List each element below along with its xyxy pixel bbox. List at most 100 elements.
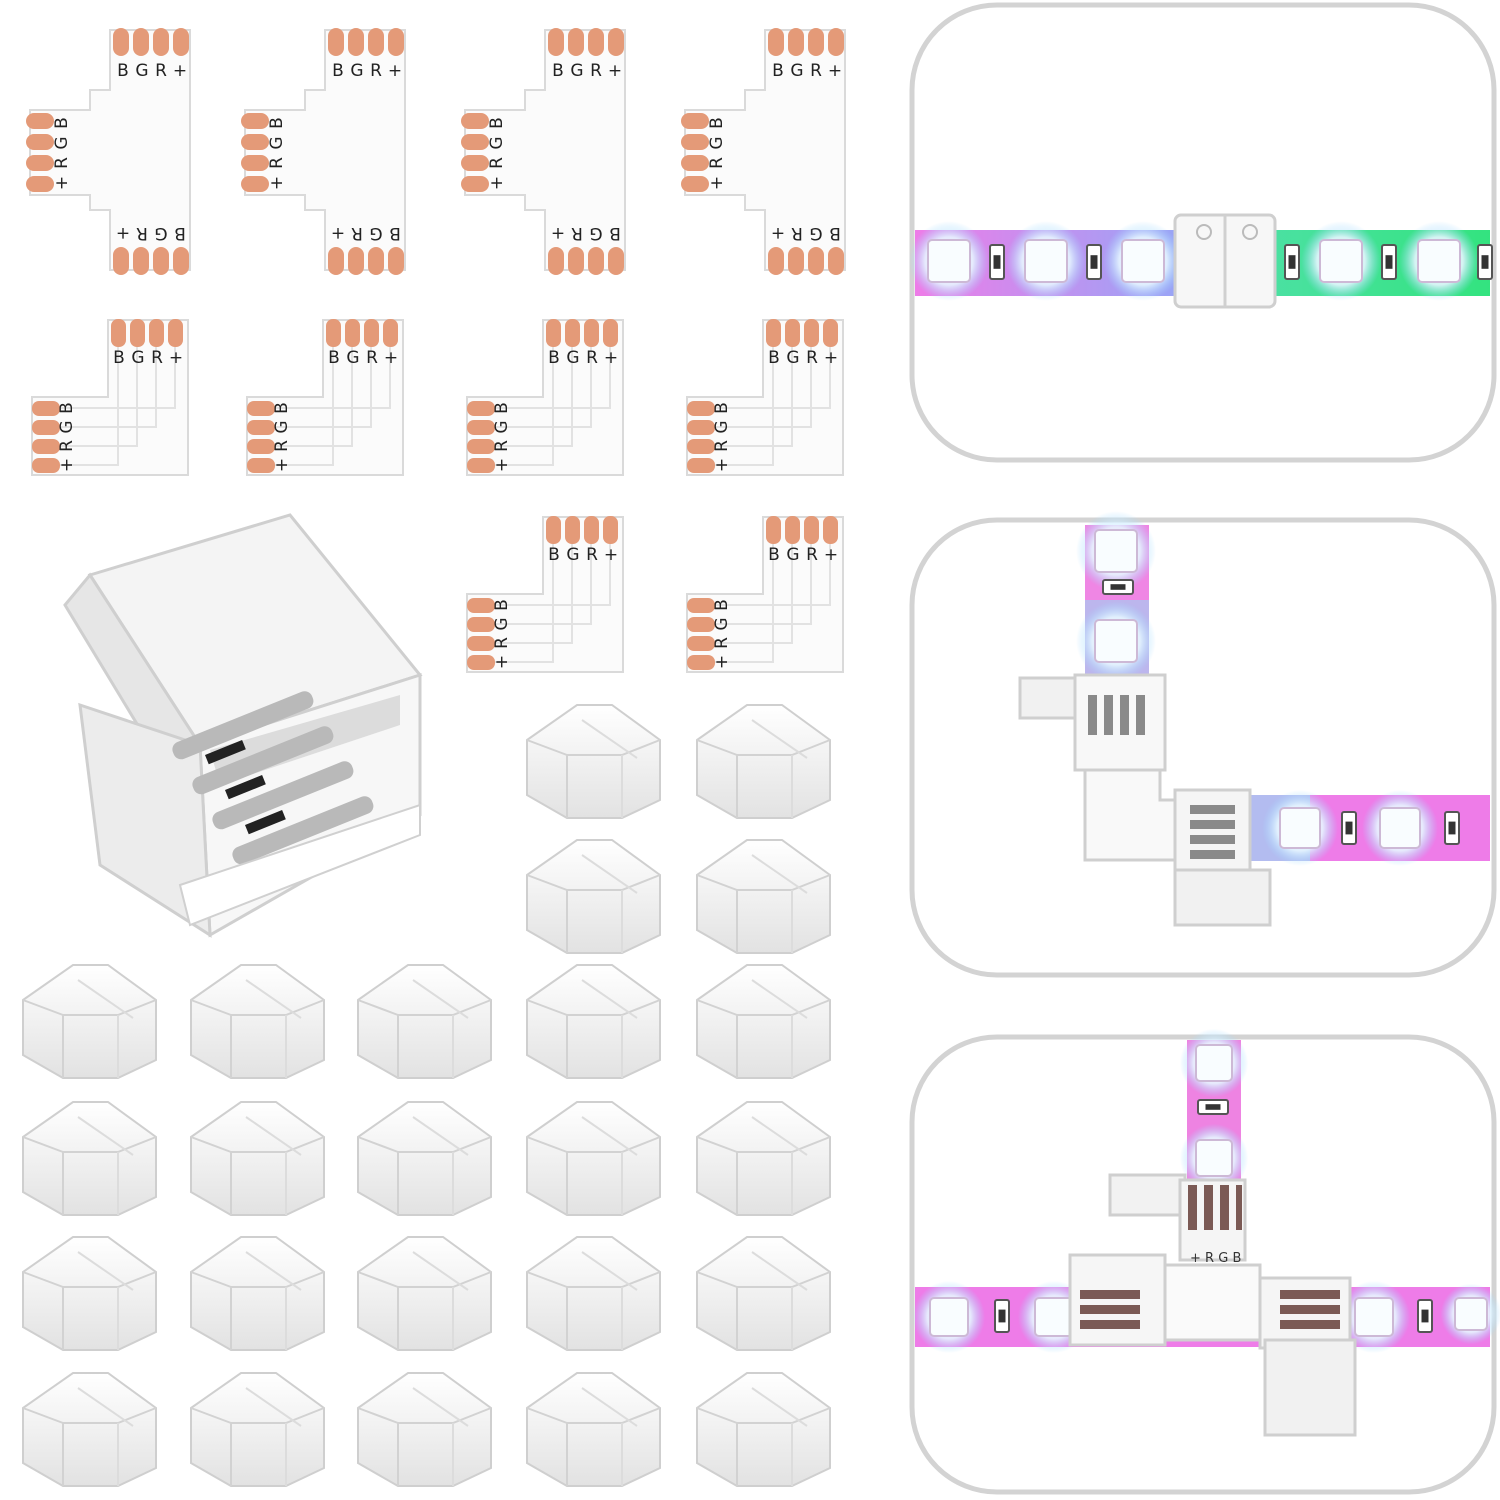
pad-label: + — [707, 176, 727, 190]
clip-cap — [526, 964, 661, 1079]
copper-pad — [247, 420, 275, 435]
clip-cap — [357, 964, 492, 1079]
copper-pad — [808, 28, 824, 56]
copper-pad — [241, 113, 269, 129]
t-joint-label-top: + R G B — [1190, 1251, 1241, 1266]
copper-pad — [785, 319, 800, 347]
copper-pad — [823, 516, 838, 544]
pad-label: G — [57, 420, 77, 433]
pad-label: B — [548, 348, 560, 368]
copper-pad — [26, 176, 54, 192]
clip-cap — [190, 964, 325, 1079]
pad-label: R — [586, 348, 598, 368]
copper-pad — [828, 247, 844, 275]
copper-pad — [687, 655, 715, 670]
pad-label: B — [609, 223, 621, 243]
copper-pad — [588, 28, 604, 56]
straight-connector — [1173, 213, 1277, 309]
pad-label: R — [571, 223, 583, 243]
pad-label: R — [712, 637, 732, 649]
pad-label: B — [712, 402, 732, 414]
copper-pad — [26, 155, 54, 171]
pad-label: R — [806, 545, 818, 565]
copper-pad — [328, 247, 344, 275]
copper-pad — [766, 516, 781, 544]
clip-cap — [696, 1372, 831, 1487]
clip-cap — [696, 839, 831, 954]
clip-cap — [190, 1101, 325, 1216]
pad-label: G — [786, 545, 799, 565]
pad-label: R — [806, 348, 818, 368]
pad-label: R — [57, 440, 77, 452]
copper-pad — [687, 617, 715, 632]
pad-label: B — [113, 348, 125, 368]
pad-label: B — [389, 223, 401, 243]
copper-pad — [467, 636, 495, 651]
pad-label: + — [116, 223, 130, 243]
copper-pad — [768, 28, 784, 56]
clip-cap — [526, 704, 661, 819]
led-chip — [1195, 1139, 1233, 1177]
copper-pad — [467, 439, 495, 454]
copper-pad — [467, 420, 495, 435]
led-chip — [1354, 1297, 1394, 1337]
l-connector-assembled — [1018, 673, 1272, 927]
clip-cap — [357, 1236, 492, 1351]
clip-cap — [357, 1372, 492, 1487]
copper-pad — [32, 439, 60, 454]
copper-pad — [681, 113, 709, 129]
copper-pad — [461, 134, 489, 150]
pad-label: + — [824, 348, 838, 368]
panel-straight-joint — [909, 2, 1497, 463]
panel-l-joint — [909, 511, 1497, 978]
copper-pad — [828, 28, 844, 56]
pad-label: G — [131, 348, 144, 368]
pad-label: R — [351, 223, 363, 243]
copper-pad — [461, 113, 489, 129]
clip-cap — [190, 1372, 325, 1487]
clip-cap — [526, 1101, 661, 1216]
led-chip — [1094, 619, 1138, 663]
clip-cap — [22, 1236, 157, 1351]
led-chip — [1121, 239, 1165, 283]
pad-label: G — [350, 61, 363, 81]
led-chip — [1417, 239, 1461, 283]
copper-pad — [584, 319, 599, 347]
pad-label: G — [135, 61, 148, 81]
led-chip — [1379, 807, 1421, 849]
copper-pad — [467, 655, 495, 670]
copper-pad — [768, 247, 784, 275]
pad-label: + — [771, 223, 785, 243]
copper-pad — [461, 155, 489, 171]
pad-label: G — [809, 223, 822, 243]
pad-label: R — [712, 440, 732, 452]
pad-label: B — [492, 402, 512, 414]
copper-pad — [345, 319, 360, 347]
copper-pad — [546, 516, 561, 544]
pad-label: + — [331, 223, 345, 243]
pad-label: G — [712, 617, 732, 630]
pad-label: B — [548, 545, 560, 565]
pad-label: R — [791, 223, 803, 243]
clip-cap — [190, 1236, 325, 1351]
led-chip — [927, 239, 971, 283]
pad-label: B — [768, 348, 780, 368]
pad-label: B — [52, 117, 72, 129]
led-chip — [1319, 239, 1363, 283]
copper-pad — [241, 134, 269, 150]
pad-label: G — [570, 61, 583, 81]
pad-label: + — [604, 545, 618, 565]
copper-pad — [32, 401, 60, 416]
copper-pad — [603, 516, 618, 544]
pad-label: B — [772, 61, 784, 81]
copper-pad — [467, 598, 495, 613]
pad-label: G — [272, 420, 292, 433]
copper-pad — [766, 319, 781, 347]
copper-pad — [368, 247, 384, 275]
